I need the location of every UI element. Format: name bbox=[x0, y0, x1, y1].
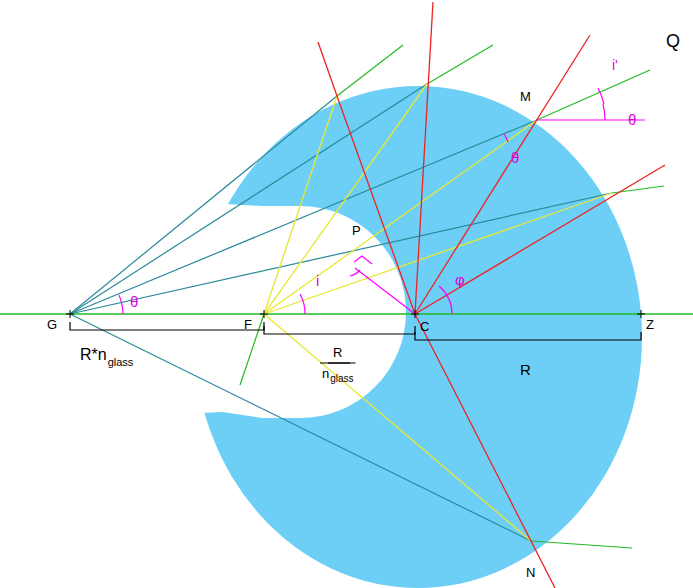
dimension-label: n bbox=[322, 367, 329, 380]
point-label: M bbox=[520, 90, 531, 103]
point-label: N bbox=[526, 566, 535, 579]
point-label: G bbox=[47, 318, 57, 331]
normals bbox=[318, 2, 665, 588]
dimension-label: R bbox=[520, 362, 531, 377]
point-label: F bbox=[244, 318, 252, 331]
point-ticks bbox=[66, 310, 645, 318]
dimension-subscript: glass bbox=[108, 357, 134, 368]
angle-marks bbox=[119, 88, 645, 314]
fraction-bar bbox=[320, 362, 356, 363]
optical-axis bbox=[0, 313, 693, 314]
rays-from-g bbox=[70, 84, 612, 541]
angle-label: φ bbox=[455, 272, 465, 287]
cavity-notch bbox=[180, 200, 300, 418]
angle-label: i' bbox=[612, 58, 618, 72]
point-label: C bbox=[420, 320, 429, 333]
angle-label: θ bbox=[511, 150, 519, 165]
angle-label: θ bbox=[628, 112, 636, 127]
dimension-label: R bbox=[333, 346, 342, 359]
point-label: Q bbox=[666, 32, 680, 50]
angle-label: i bbox=[316, 273, 319, 288]
dimension-brackets bbox=[70, 322, 641, 363]
angle-label: θ bbox=[130, 294, 138, 309]
emerging-rays bbox=[240, 45, 664, 548]
point-label: Z bbox=[646, 318, 654, 331]
dimension-label: R*n bbox=[80, 347, 107, 363]
rays-in-glass bbox=[264, 84, 612, 541]
point-label: P bbox=[352, 224, 361, 237]
dimension-subscript: glass bbox=[330, 374, 353, 384]
